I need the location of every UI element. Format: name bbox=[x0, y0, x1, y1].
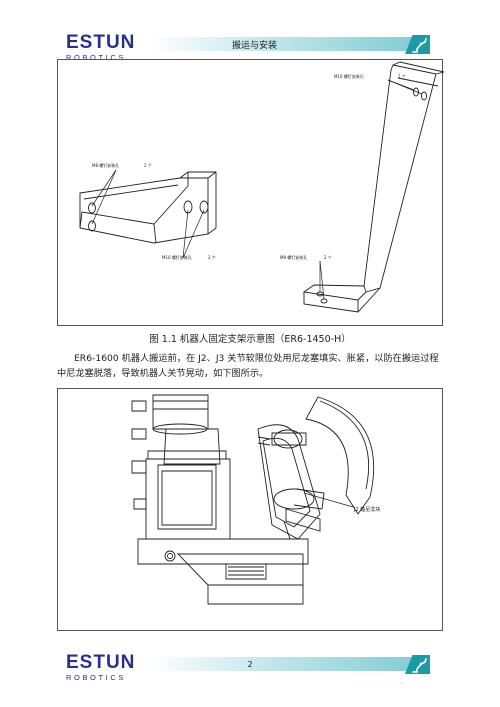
header-band bbox=[150, 37, 425, 51]
footer-robot-arm-icon bbox=[412, 658, 427, 673]
label-top-right-count: 2 个 bbox=[398, 74, 406, 79]
label-bottom-right: M8 螺钉安装孔 bbox=[280, 254, 307, 260]
body-paragraph: ER6-1600 机器人搬运前，在 J2、J3 关节软限位处用尼龙塞填实、胀紧，… bbox=[57, 353, 439, 379]
label-bottom-left-count: 2 个 bbox=[208, 255, 216, 260]
page-number: 2 bbox=[247, 660, 253, 669]
logo-name: ESTUN bbox=[66, 32, 136, 53]
figure1-frame: M10 螺钉安装孔 2 个 M8 螺钉安装孔 2 个 M10 螺钉安装孔 2 个… bbox=[57, 59, 444, 326]
label-left: M8 螺钉安装孔 bbox=[92, 162, 119, 168]
bracket-drawing: M10 螺钉安装孔 2 个 M8 螺钉安装孔 2 个 M10 螺钉安装孔 2 个… bbox=[79, 61, 444, 313]
footer-band bbox=[150, 657, 425, 671]
footer-tab bbox=[405, 655, 430, 674]
label-bottom-right-count: 2 个 bbox=[324, 255, 332, 260]
header-tab bbox=[405, 35, 430, 54]
footer-logo-name: ESTUN bbox=[66, 652, 136, 673]
page-footer: ESTUN ROBOTICS bbox=[0, 650, 500, 682]
label-bottom-left: M10 螺钉安装孔 bbox=[162, 254, 192, 260]
header-title: 搬运与安装 bbox=[232, 41, 278, 51]
footer-logo-sub: ROBOTICS bbox=[66, 673, 126, 682]
figure2-frame: J2 轴尼龙块 bbox=[57, 388, 443, 631]
left-bracket bbox=[79, 171, 217, 244]
estun-logo: ESTUN ROBOTICS bbox=[66, 32, 136, 62]
footer-logo: ESTUN ROBOTICS bbox=[66, 652, 136, 682]
label-top-right: M10 螺钉安装孔 bbox=[334, 73, 364, 79]
robot-arm-icon bbox=[412, 38, 427, 53]
callout-label: J2 轴尼龙块 bbox=[353, 506, 380, 513]
logo-sub: ROBOTICS bbox=[66, 53, 126, 62]
page-header: ESTUN ROBOTICS 搬运与安装 bbox=[0, 0, 500, 62]
robot-joint-drawing: J2 轴尼龙块 bbox=[131, 394, 380, 605]
right-bracket bbox=[302, 61, 444, 313]
label-left-count: 2 个 bbox=[144, 163, 152, 168]
figure1-caption: 图 1.1 机器人固定支架示意图（ER6-1450-H） bbox=[149, 334, 351, 345]
